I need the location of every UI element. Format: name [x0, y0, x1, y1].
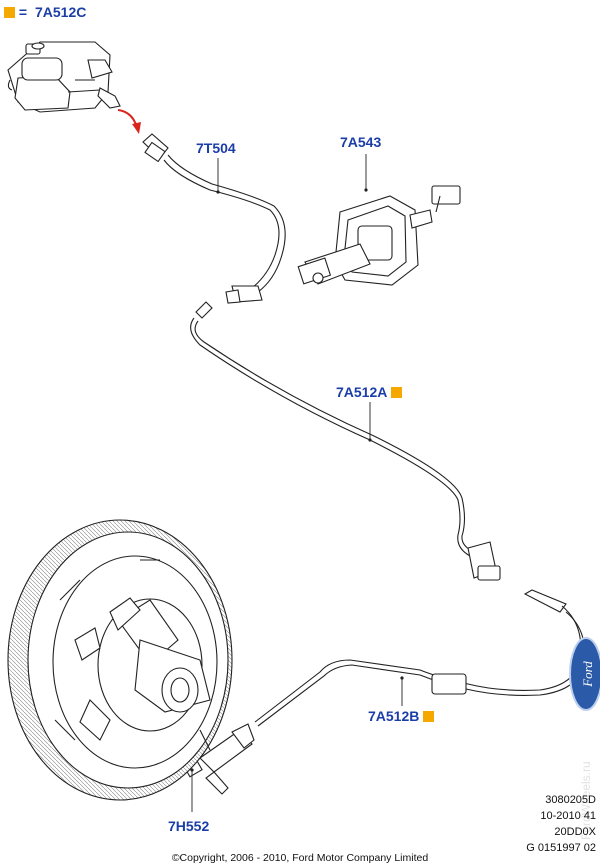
callout-7t504: 7T504	[196, 140, 236, 156]
legend: = 7A512C	[4, 4, 86, 20]
orange-marker-icon	[423, 711, 435, 722]
watermark-text: FordWheels.ru	[579, 761, 593, 840]
code-line-4: G 0151997 02	[526, 842, 596, 854]
legend-part-label: 7A512C	[34, 4, 87, 20]
callout-7h552: 7H552	[168, 818, 210, 834]
red-arrow-head-icon	[132, 122, 141, 134]
code-line-2: 10-2010 41	[540, 810, 596, 822]
orange-marker-icon	[4, 7, 15, 18]
callout-7a512a-text: 7A512A	[336, 384, 387, 400]
code-line-3: 20DD0X	[554, 826, 596, 838]
master-cylinder-7a543	[297, 185, 461, 286]
line-7a512a	[190, 301, 501, 581]
hose-7t504	[142, 133, 286, 304]
code-line-1: 3080205D	[545, 794, 596, 806]
line-7a512b	[254, 589, 586, 727]
callout-7a512b-text: 7A512B	[368, 708, 420, 724]
bleeder-7h552	[183, 723, 255, 795]
callout-7a512a: 7A512A	[336, 384, 402, 400]
legend-equals: =	[18, 4, 28, 20]
ford-logo-icon: Ford	[569, 637, 600, 711]
callout-7a512b: 7A512B	[368, 708, 435, 724]
clutch-flywheel	[7, 519, 233, 801]
callout-7a543: 7A543	[340, 134, 382, 150]
orange-marker-icon	[390, 387, 402, 398]
fluid-reservoir	[7, 41, 121, 113]
svg-text:Ford: Ford	[580, 661, 595, 688]
copyright-text: ©Copyright, 2006 - 2010, Ford Motor Comp…	[171, 852, 429, 864]
